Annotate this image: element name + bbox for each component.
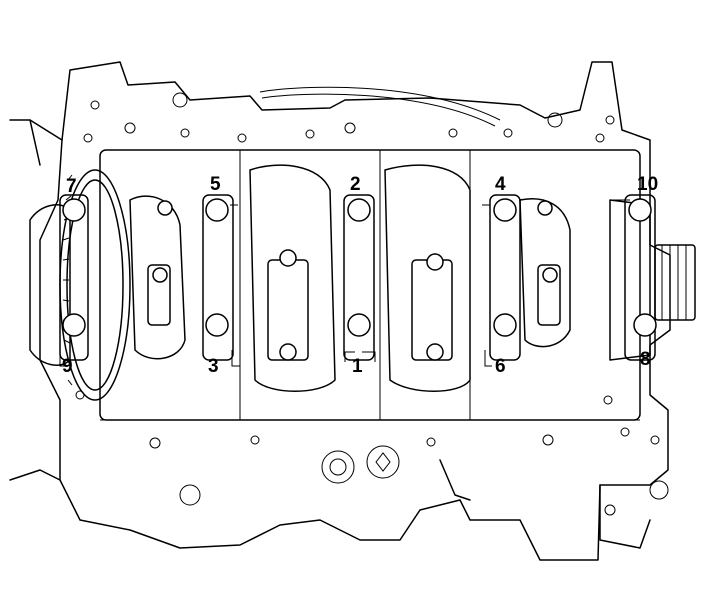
bolt-label-5: 5: [210, 174, 221, 195]
bolt-1[interactable]: [347, 313, 371, 337]
bolt-label-4: 4: [495, 174, 506, 195]
bolt-3[interactable]: [205, 313, 229, 337]
bolt-2[interactable]: [347, 198, 371, 222]
engine-block-outline: [9, 61, 671, 561]
bolt-4[interactable]: [493, 198, 517, 222]
bolt-label-9: 9: [62, 356, 73, 377]
bolt-labels: 7 5 2 4 10 9 3 1 6 8: [62, 174, 658, 377]
bolt-6[interactable]: [493, 313, 517, 337]
bolt-5[interactable]: [205, 198, 229, 222]
bolt-label-10: 10: [637, 174, 658, 195]
label-leaders: [59, 199, 630, 367]
bolt-9[interactable]: [62, 313, 86, 337]
bolts: [62, 198, 657, 361]
crankcase-frame: [99, 149, 641, 421]
bolt-label-2: 2: [350, 174, 361, 195]
bolt-10[interactable]: [628, 198, 652, 222]
bolt-7[interactable]: [62, 198, 86, 222]
crankshaft-end: [609, 199, 696, 361]
block-holes: [75, 92, 669, 516]
bearing-caps: [59, 194, 656, 361]
bolt-label-7: 7: [66, 176, 77, 197]
bolt-8[interactable]: [633, 313, 657, 337]
bolt-label-6: 6: [495, 356, 506, 377]
bolt-label-3: 3: [208, 356, 219, 377]
bolt-label-8: 8: [640, 349, 651, 370]
bolt-label-1: 1: [352, 356, 363, 377]
